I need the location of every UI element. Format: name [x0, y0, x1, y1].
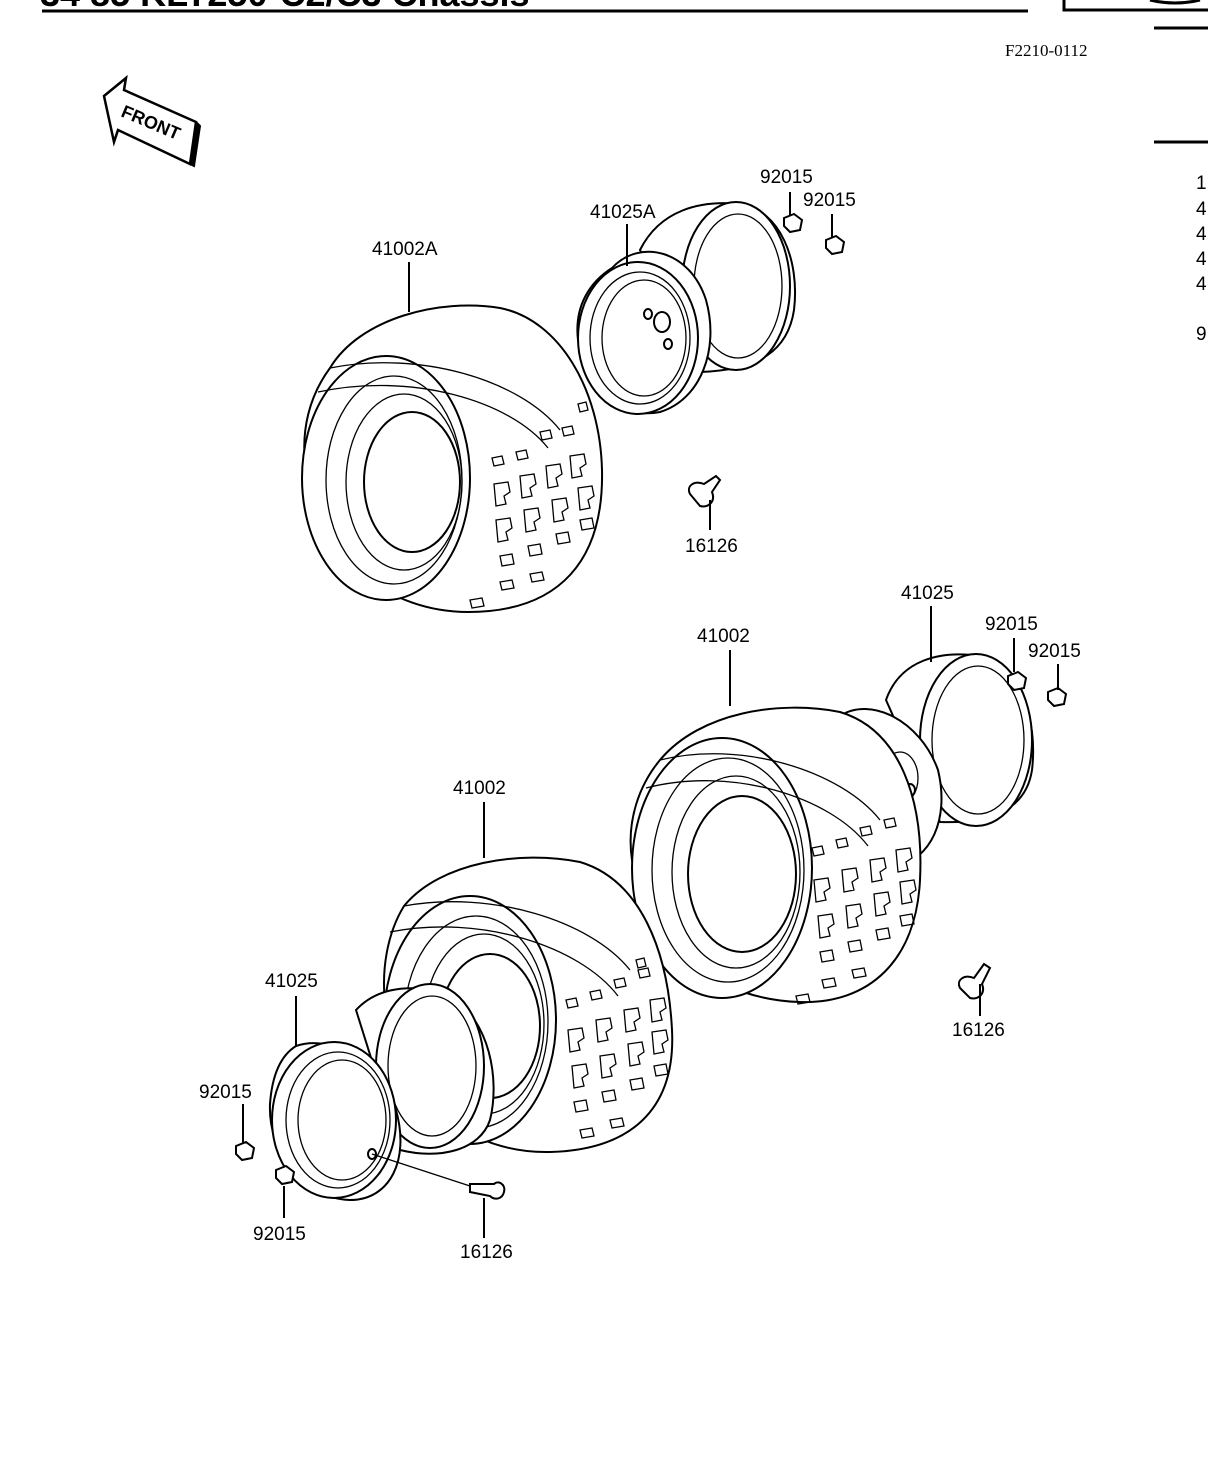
side-index-3: 4	[1196, 249, 1207, 270]
label-nut-d: 92015	[1028, 641, 1081, 662]
leader-lines	[242, 192, 1059, 1238]
nut-icon	[235, 1140, 296, 1186]
valve-icon	[688, 474, 722, 508]
header: 34 85 KLT250-C2/C3 Chassis	[40, 0, 1208, 144]
side-index-2: 4	[1196, 224, 1207, 245]
front-arrow-icon: FRONT	[102, 74, 202, 168]
side-index-5: 9	[1196, 324, 1207, 345]
label-nut-a: 92015	[760, 167, 813, 188]
figure-code: F2210-0112	[1005, 41, 1088, 60]
valve-icon	[371, 1153, 506, 1200]
side-index: 1 4 4 4 4 9	[1196, 173, 1207, 345]
nut-icon	[783, 212, 846, 256]
tire-icon	[629, 706, 922, 1005]
label-nut-b: 92015	[803, 190, 856, 211]
part-labels: 41002A 41025A 92015 92015 16126 41025 41…	[199, 167, 1081, 1263]
label-valve-a: 16126	[685, 536, 738, 557]
label-nut-c: 92015	[985, 614, 1038, 635]
side-index-1: 4	[1196, 199, 1207, 220]
label-nut-e: 92015	[199, 1082, 252, 1103]
label-tire-rear-left: 41002	[453, 778, 506, 799]
label-valve-c: 16126	[460, 1242, 513, 1263]
label-tire-rear-right: 41002	[697, 626, 750, 647]
label-tire-front: 41002A	[372, 239, 438, 260]
side-index-0: 1	[1196, 173, 1207, 194]
nut-icon	[1007, 670, 1068, 708]
side-index-4: 4	[1196, 274, 1207, 295]
valve-icon	[958, 962, 992, 1000]
label-wheel-rear-right: 41025	[901, 583, 954, 604]
label-wheel-rear-left: 41025	[265, 971, 318, 992]
label-valve-b: 16126	[952, 1020, 1005, 1041]
wheel-rim-icon	[576, 201, 796, 415]
label-nut-f: 92015	[253, 1224, 306, 1245]
tire-icon	[301, 304, 604, 614]
wheel-rim-icon	[268, 983, 495, 1202]
label-wheel-front: 41025A	[590, 202, 656, 223]
